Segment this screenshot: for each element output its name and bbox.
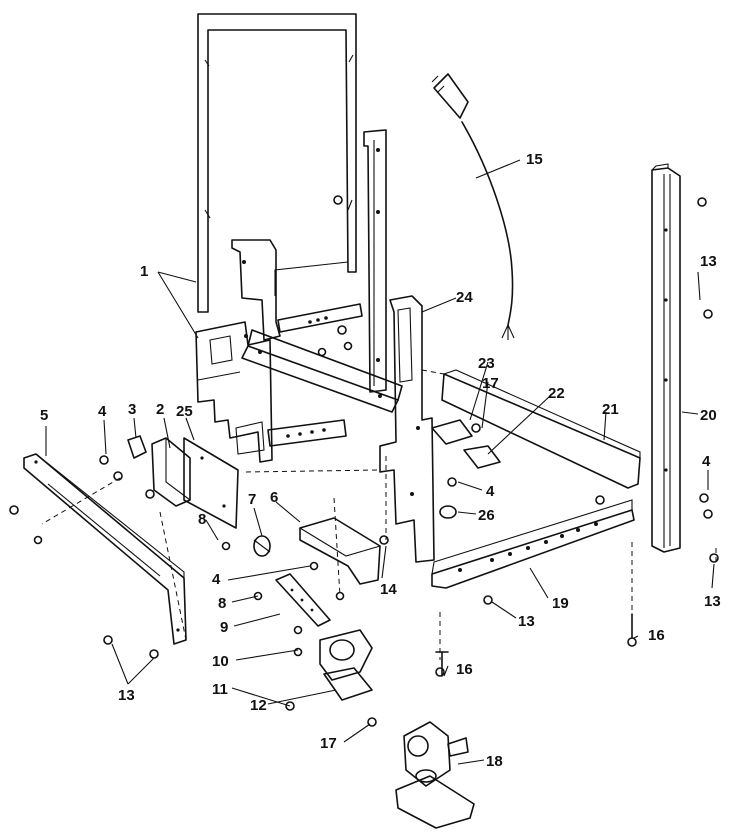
callout-22: 22 — [548, 385, 565, 402]
bracket-22 — [463, 445, 501, 469]
callout-12: 12 — [250, 697, 267, 714]
callout-labels: 1 2 3 4 4 4 4 5 6 7 8 8 9 10 11 12 13 13… — [40, 151, 721, 770]
callout-9: 9 — [220, 619, 228, 636]
callout-4b: 4 — [212, 571, 221, 588]
clip-3 — [127, 435, 147, 459]
callout-4a: 4 — [98, 403, 107, 420]
callout-23: 23 — [478, 355, 495, 372]
callout-13b: 13 — [518, 613, 535, 630]
bracket-25 — [183, 437, 239, 529]
callout-13d: 13 — [704, 593, 721, 610]
clip-2 — [151, 437, 191, 507]
bracket-23 — [431, 419, 473, 445]
callout-13c: 13 — [700, 253, 717, 270]
callout-8b: 8 — [218, 595, 226, 612]
valve-18 — [395, 721, 475, 829]
callout-11: 11 — [212, 681, 228, 698]
plate-9 — [275, 573, 331, 627]
left-kick-rail — [23, 453, 187, 645]
foot-26 — [439, 505, 457, 519]
right-vertical-rail — [651, 163, 681, 553]
callout-21: 21 — [602, 401, 619, 418]
power-cord — [431, 73, 515, 340]
callout-5: 5 — [40, 407, 48, 424]
callout-14: 14 — [380, 581, 397, 598]
callout-1: 1 — [140, 263, 148, 280]
bracket-6 — [299, 517, 381, 585]
callout-6: 6 — [270, 489, 278, 506]
callout-26: 26 — [478, 507, 495, 524]
callout-7: 7 — [248, 491, 256, 508]
callout-20: 20 — [700, 407, 717, 424]
callout-17b: 17 — [320, 735, 337, 752]
rear-rail — [267, 303, 363, 447]
callout-18: 18 — [486, 753, 503, 770]
valve-12 — [319, 629, 373, 701]
upper-crossbar — [241, 329, 403, 413]
callout-4d: 4 — [702, 453, 711, 470]
alignment-lines — [41, 369, 717, 660]
leader-lines — [45, 159, 715, 765]
right-front-upright — [379, 295, 435, 563]
callout-2: 2 — [156, 401, 164, 418]
upper-rear-panel — [197, 13, 357, 313]
callout-19: 19 — [552, 595, 569, 612]
callout-17a: 17 — [482, 375, 499, 392]
clip-7 — [253, 535, 271, 557]
center-upright — [363, 129, 387, 393]
fasteners — [9, 195, 719, 727]
callout-8a: 8 — [198, 511, 206, 528]
callout-13a: 13 — [118, 687, 135, 704]
callout-16b: 16 — [648, 627, 665, 644]
lower-front-rail — [431, 499, 635, 589]
callout-16a: 16 — [456, 661, 473, 678]
callout-24: 24 — [456, 289, 473, 306]
callout-4c: 4 — [486, 483, 495, 500]
callout-10: 10 — [212, 653, 229, 670]
callout-25: 25 — [176, 403, 193, 420]
right-side-rail — [441, 369, 641, 489]
callout-15: 15 — [526, 151, 543, 168]
callout-3: 3 — [128, 401, 136, 418]
